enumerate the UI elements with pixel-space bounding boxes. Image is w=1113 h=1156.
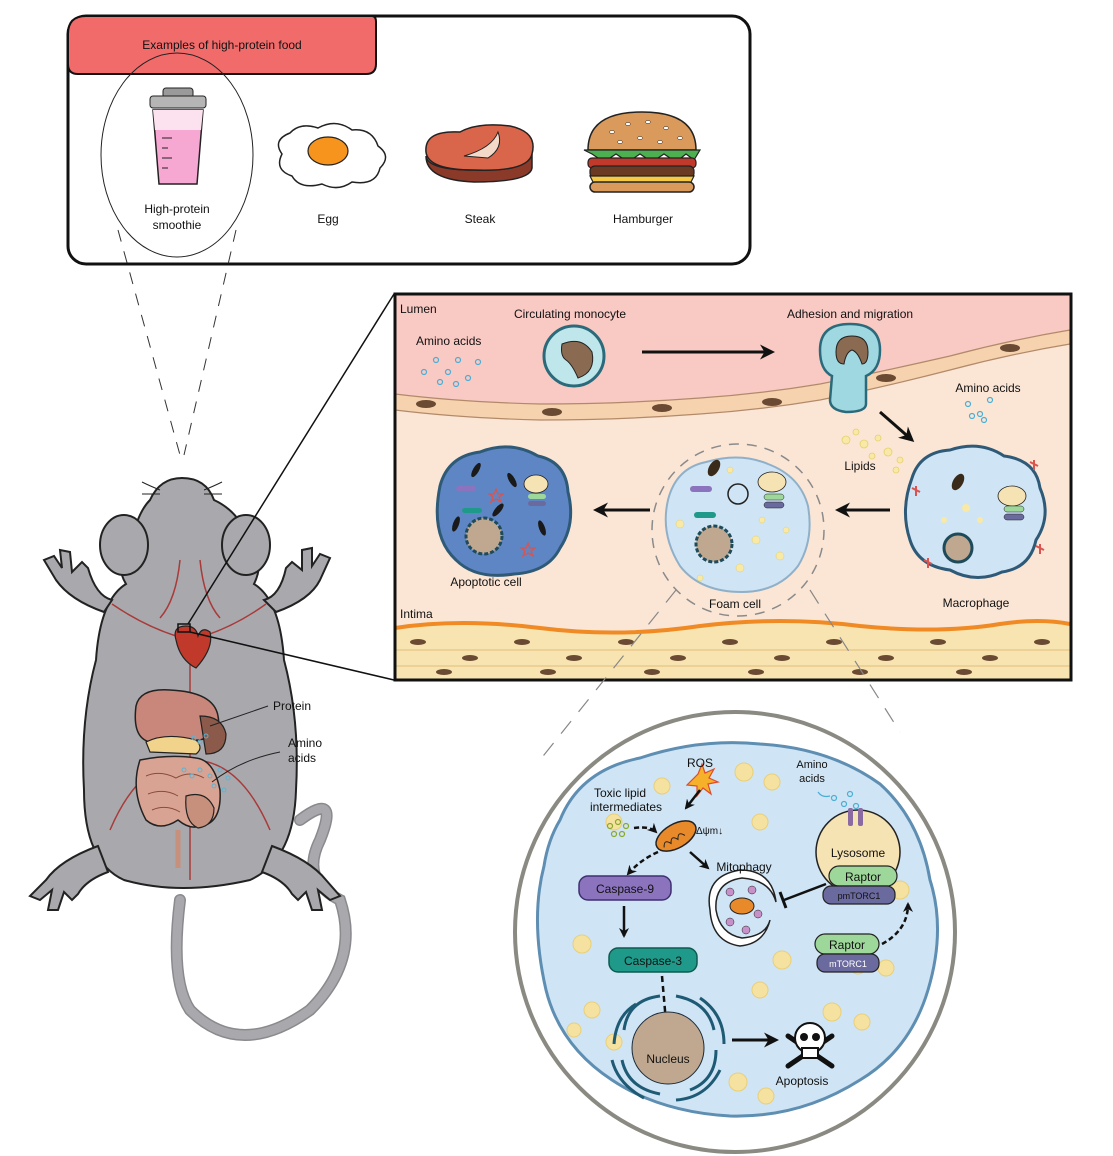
ros-star-icon	[685, 762, 720, 798]
mtorc1-lysosomal-box	[822, 885, 896, 905]
caspase-9-box	[578, 875, 672, 901]
steak-icon	[425, 124, 534, 183]
amino-acid-dots-lumen	[420, 356, 482, 388]
food-panel-header	[67, 15, 377, 75]
caspase-9-label: Caspase-9	[596, 882, 654, 896]
raptor-lysosomal-label: Raptor	[845, 870, 881, 884]
caspase-3-label: Caspase-3	[624, 954, 682, 968]
heart-icon	[174, 625, 212, 669]
skull-crossbones-icon	[785, 1022, 835, 1069]
mtorc1-cytosolic-label: mTORC1	[829, 959, 867, 969]
egg-label: Egg	[317, 212, 338, 226]
intima-label: Intima	[400, 607, 433, 621]
adhesion-migration-label: Adhesion and migration	[787, 307, 913, 321]
smoothie-label-line2: smoothie	[153, 218, 202, 232]
foam-cell-detail	[513, 710, 957, 1154]
food-panel: Examples of high-protein food High-prote…	[66, 14, 752, 266]
nucleus-label: Nucleus	[646, 1052, 689, 1066]
fried-egg-icon	[277, 122, 387, 189]
steak-label: Steak	[465, 212, 497, 226]
shaker-icon	[100, 52, 254, 258]
macrophage-icon	[903, 444, 1047, 579]
mitochondrion-icon	[655, 820, 697, 852]
smoothie-label-line1: High-protein	[144, 202, 209, 216]
hamburger-label: Hamburger	[613, 212, 673, 226]
circulating-monocyte-label: Circulating monocyte	[514, 307, 626, 321]
ros-label: ROS	[687, 756, 713, 770]
amino-acids-intima-label: Amino acids	[955, 381, 1020, 395]
apoptosis-label: Apoptosis	[776, 1074, 829, 1088]
adhering-monocyte-icon	[818, 322, 882, 414]
toxic-lipid-dots	[606, 818, 630, 838]
lipid-droplets	[841, 428, 904, 474]
amino-acids-label-line1: Amino	[288, 736, 322, 750]
protein-label: Protein	[273, 699, 311, 713]
food-panel-title: Examples of high-protein food	[142, 38, 301, 52]
hamburger-icon	[583, 111, 702, 193]
raptor-cytosolic-label: Raptor	[829, 938, 865, 952]
amino-acid-dots-intima	[964, 396, 994, 424]
lipids-label: Lipids	[844, 459, 875, 473]
amino-acids-label-line2: acids	[288, 751, 316, 765]
zoom-lines-vessel	[187, 293, 395, 681]
apoptotic-cell-label: Apoptotic cell	[450, 575, 521, 589]
toxic-lipid-label-line2: intermediates	[590, 800, 662, 814]
monocyte-icon	[542, 324, 606, 388]
nucleus-icon	[610, 994, 726, 1102]
caspase-3-box	[608, 947, 698, 973]
lumen-label: Lumen	[400, 302, 437, 316]
amino-acids-lumen-label: Amino acids	[416, 334, 481, 348]
autophagosome-icon	[708, 869, 777, 947]
mitophagy-label: Mitophagy	[716, 860, 771, 874]
membrane-potential-label: Δψm↓	[696, 826, 723, 837]
vessel-panel	[393, 292, 1073, 682]
apoptotic-cell-icon	[435, 445, 573, 577]
foam-cell-icon	[651, 443, 825, 617]
amino-acids-detail-line1: Amino	[796, 759, 827, 771]
mouse-illustration	[28, 476, 352, 1041]
zoom-lines-food	[117, 229, 237, 456]
mtorc1-lysosomal-label: pmTORC1	[838, 891, 881, 901]
foam-cell-label: Foam cell	[709, 597, 761, 611]
lysosome-label: Lysosome	[831, 846, 886, 860]
zoom-lines-detail	[539, 589, 901, 761]
mtorc1-cytosolic-box	[816, 953, 880, 973]
amino-acids-detail-line2: acids	[799, 773, 825, 785]
macrophage-label: Macrophage	[943, 596, 1010, 610]
toxic-lipid-label-line1: Toxic lipid	[594, 786, 646, 800]
